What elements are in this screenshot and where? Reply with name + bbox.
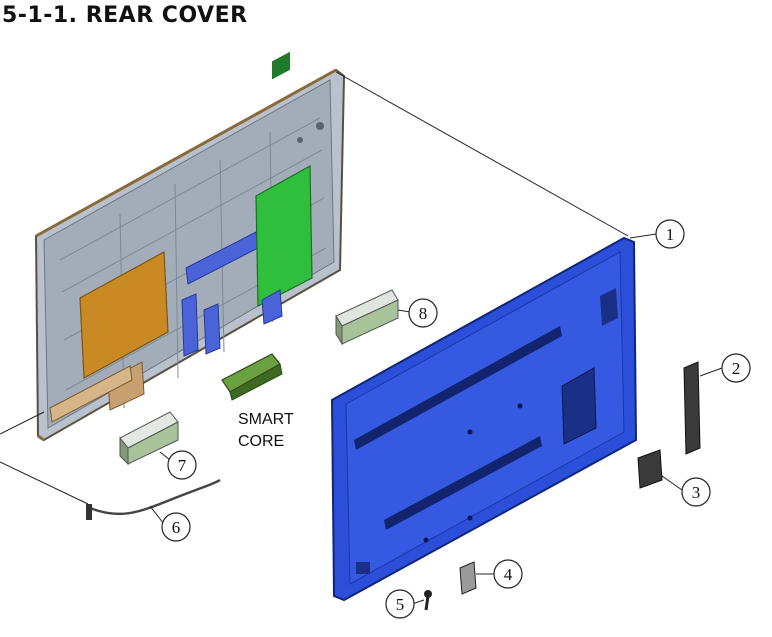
svg-text:7: 7: [178, 456, 187, 475]
module-7: [119, 411, 179, 466]
svg-text:6: 6: [172, 518, 181, 537]
callout-7: 7: [167, 450, 197, 480]
callout-3: 3: [681, 477, 711, 507]
part-4: [459, 561, 477, 595]
core-label: CORE: [238, 433, 284, 450]
svg-text:4: 4: [504, 565, 513, 584]
diagram-title: 5-1-1. REAR COVER: [2, 3, 248, 28]
power-board-orange: [79, 251, 169, 379]
callout-8: 8: [408, 298, 438, 328]
part-2: [683, 361, 701, 455]
callout-1: 1: [655, 219, 685, 249]
module-8: [335, 289, 399, 346]
svg-text:2: 2: [732, 359, 741, 378]
callout-6: 6: [161, 512, 191, 542]
main-board-green: [255, 164, 313, 307]
callout-2: 2: [721, 353, 751, 383]
svg-text:8: 8: [419, 304, 428, 323]
display-chassis: [34, 51, 346, 442]
part-3: [637, 449, 663, 489]
svg-text:5: 5: [396, 595, 405, 614]
smart-label: SMART: [238, 411, 294, 428]
part-5: [424, 590, 432, 611]
cable-6: [89, 478, 221, 516]
callout-5: 5: [385, 589, 415, 619]
rear-cover: [330, 236, 638, 602]
smart-core-module: [221, 353, 283, 401]
svg-text:1: 1: [666, 225, 675, 244]
callout-4: 4: [493, 559, 523, 589]
svg-text:3: 3: [692, 483, 701, 502]
